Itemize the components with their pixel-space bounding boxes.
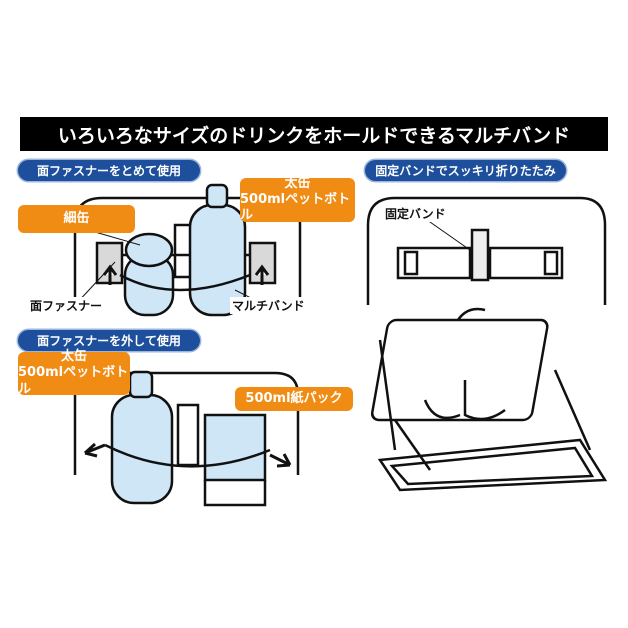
- folding-top-illustration: [366, 196, 607, 305]
- callout-thin-can: 細缶: [18, 205, 135, 233]
- callout-line1: 太缶: [284, 175, 311, 191]
- heading-fastened: 面ファスナーをとめて使用: [18, 160, 200, 181]
- fastened-illustration: [73, 183, 302, 317]
- callout-thick-can-unfastened: 太缶 500mlペットボトル: [18, 349, 130, 397]
- callout-carton-text: 500ml紙パック: [245, 390, 343, 406]
- callout-thin-can-text: 細缶: [63, 210, 90, 226]
- callout-line2: 500mlペットボトル: [240, 191, 351, 224]
- heading-folding: 固定バンドでスッキリ折りたたみ: [365, 160, 566, 181]
- callout-line2: 500mlペットボトル: [18, 365, 129, 397]
- callout-line1: 太缶: [60, 349, 87, 365]
- folding-tray-illustration: [370, 307, 608, 492]
- callout-carton: 500ml紙パック: [235, 387, 353, 411]
- unfastened-illustration: [73, 370, 300, 507]
- heading-unfastened: 面ファスナーを外して使用: [18, 330, 200, 351]
- label-multiband: マルチバンド: [230, 297, 307, 314]
- page-title: いろいろなサイズのドリンクをホールドできるマルチバンド: [20, 117, 608, 151]
- label-fastener: 面ファスナー: [28, 297, 105, 314]
- callout-thick-can-fastened: 太缶 500mlペットボトル: [240, 175, 355, 224]
- label-fixing-band: 固定バンド: [383, 205, 448, 222]
